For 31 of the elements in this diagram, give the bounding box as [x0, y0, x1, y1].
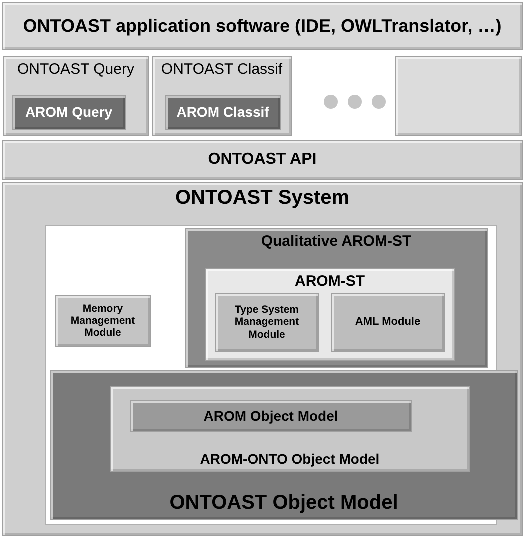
box-label: ONTOAST API: [208, 150, 317, 170]
module-box: [3, 56, 149, 136]
module-box: [110, 386, 470, 472]
layer-bar: [2, 2, 523, 50]
module-box: [215, 293, 319, 352]
layer-bar: [2, 140, 523, 180]
box-label: Type System Management Module: [234, 304, 300, 341]
box-label: AML Module: [355, 316, 421, 329]
box-label: ONTOAST Classif: [161, 61, 283, 78]
box-label: ONTOAST application software (IDE, OWLTranslator, …): [23, 16, 502, 36]
box-label: AROM Classif: [176, 104, 270, 121]
box-label: AROM-ONTO Object Model: [200, 450, 380, 467]
module-box: [55, 295, 151, 347]
box-label: ONTOAST System: [175, 187, 350, 210]
box-label: ONTOAST Query: [18, 61, 134, 78]
box-label: ONTOAST Object Model: [170, 492, 398, 515]
box-label: AROM Query: [25, 104, 113, 121]
module-box: [50, 370, 518, 520]
box-label: AROM Object Model: [204, 408, 338, 424]
module-box: [130, 400, 412, 432]
module-box: [331, 293, 445, 352]
box-label: AROM-ST: [295, 273, 365, 290]
system-box: [2, 182, 523, 536]
module-box: [165, 95, 281, 130]
module-box: [152, 56, 292, 136]
module-box: [12, 95, 126, 130]
empty-box: [395, 56, 522, 136]
box-label: Memory Management Module: [70, 302, 136, 340]
module-box: [205, 268, 455, 361]
module-box: [185, 228, 488, 368]
box-label: Qualitative AROM-ST: [261, 233, 412, 250]
